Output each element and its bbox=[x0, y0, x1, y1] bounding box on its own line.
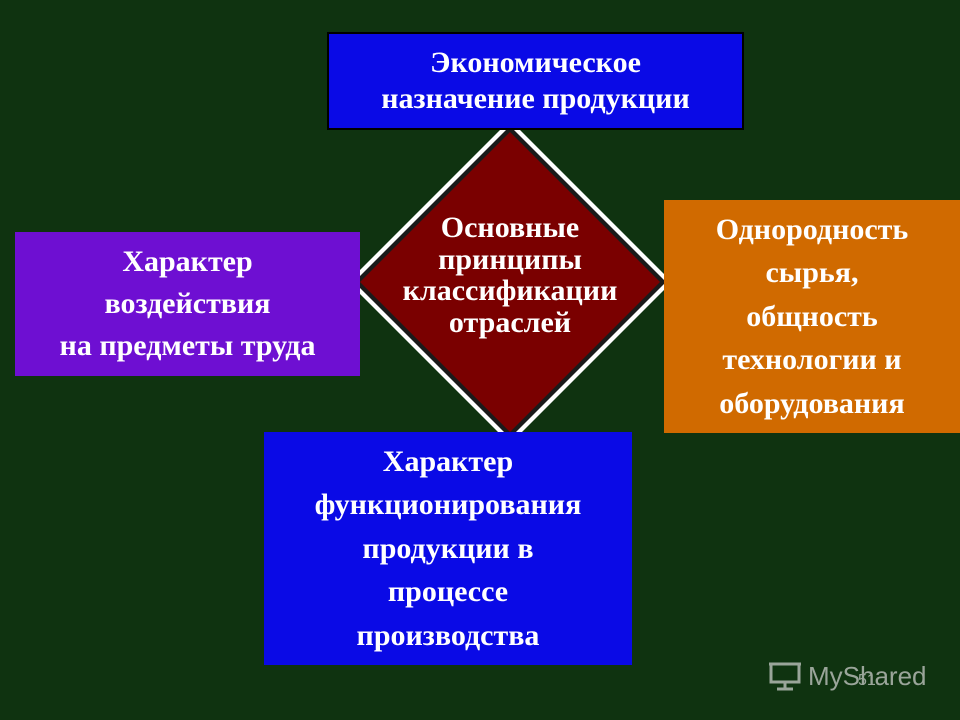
center-label: Основные принципы классификации отраслей bbox=[402, 211, 618, 339]
box-functioning-character: Характер функционирования продукции в пр… bbox=[264, 432, 632, 665]
watermark-text: MyShared bbox=[808, 660, 927, 691]
box-raw-material-homogeneity: Однородность сырья, общность технологии … bbox=[664, 200, 960, 433]
presentation-icon bbox=[769, 662, 801, 691]
box-impact-character: Характер воздействия на предметы труда bbox=[15, 232, 360, 376]
box-economic-purpose: Экономическое назначение продукции bbox=[327, 32, 744, 130]
watermark: MyShared bbox=[768, 656, 927, 696]
diamond-fill bbox=[360, 132, 660, 432]
page-number: 51 bbox=[858, 672, 876, 689]
